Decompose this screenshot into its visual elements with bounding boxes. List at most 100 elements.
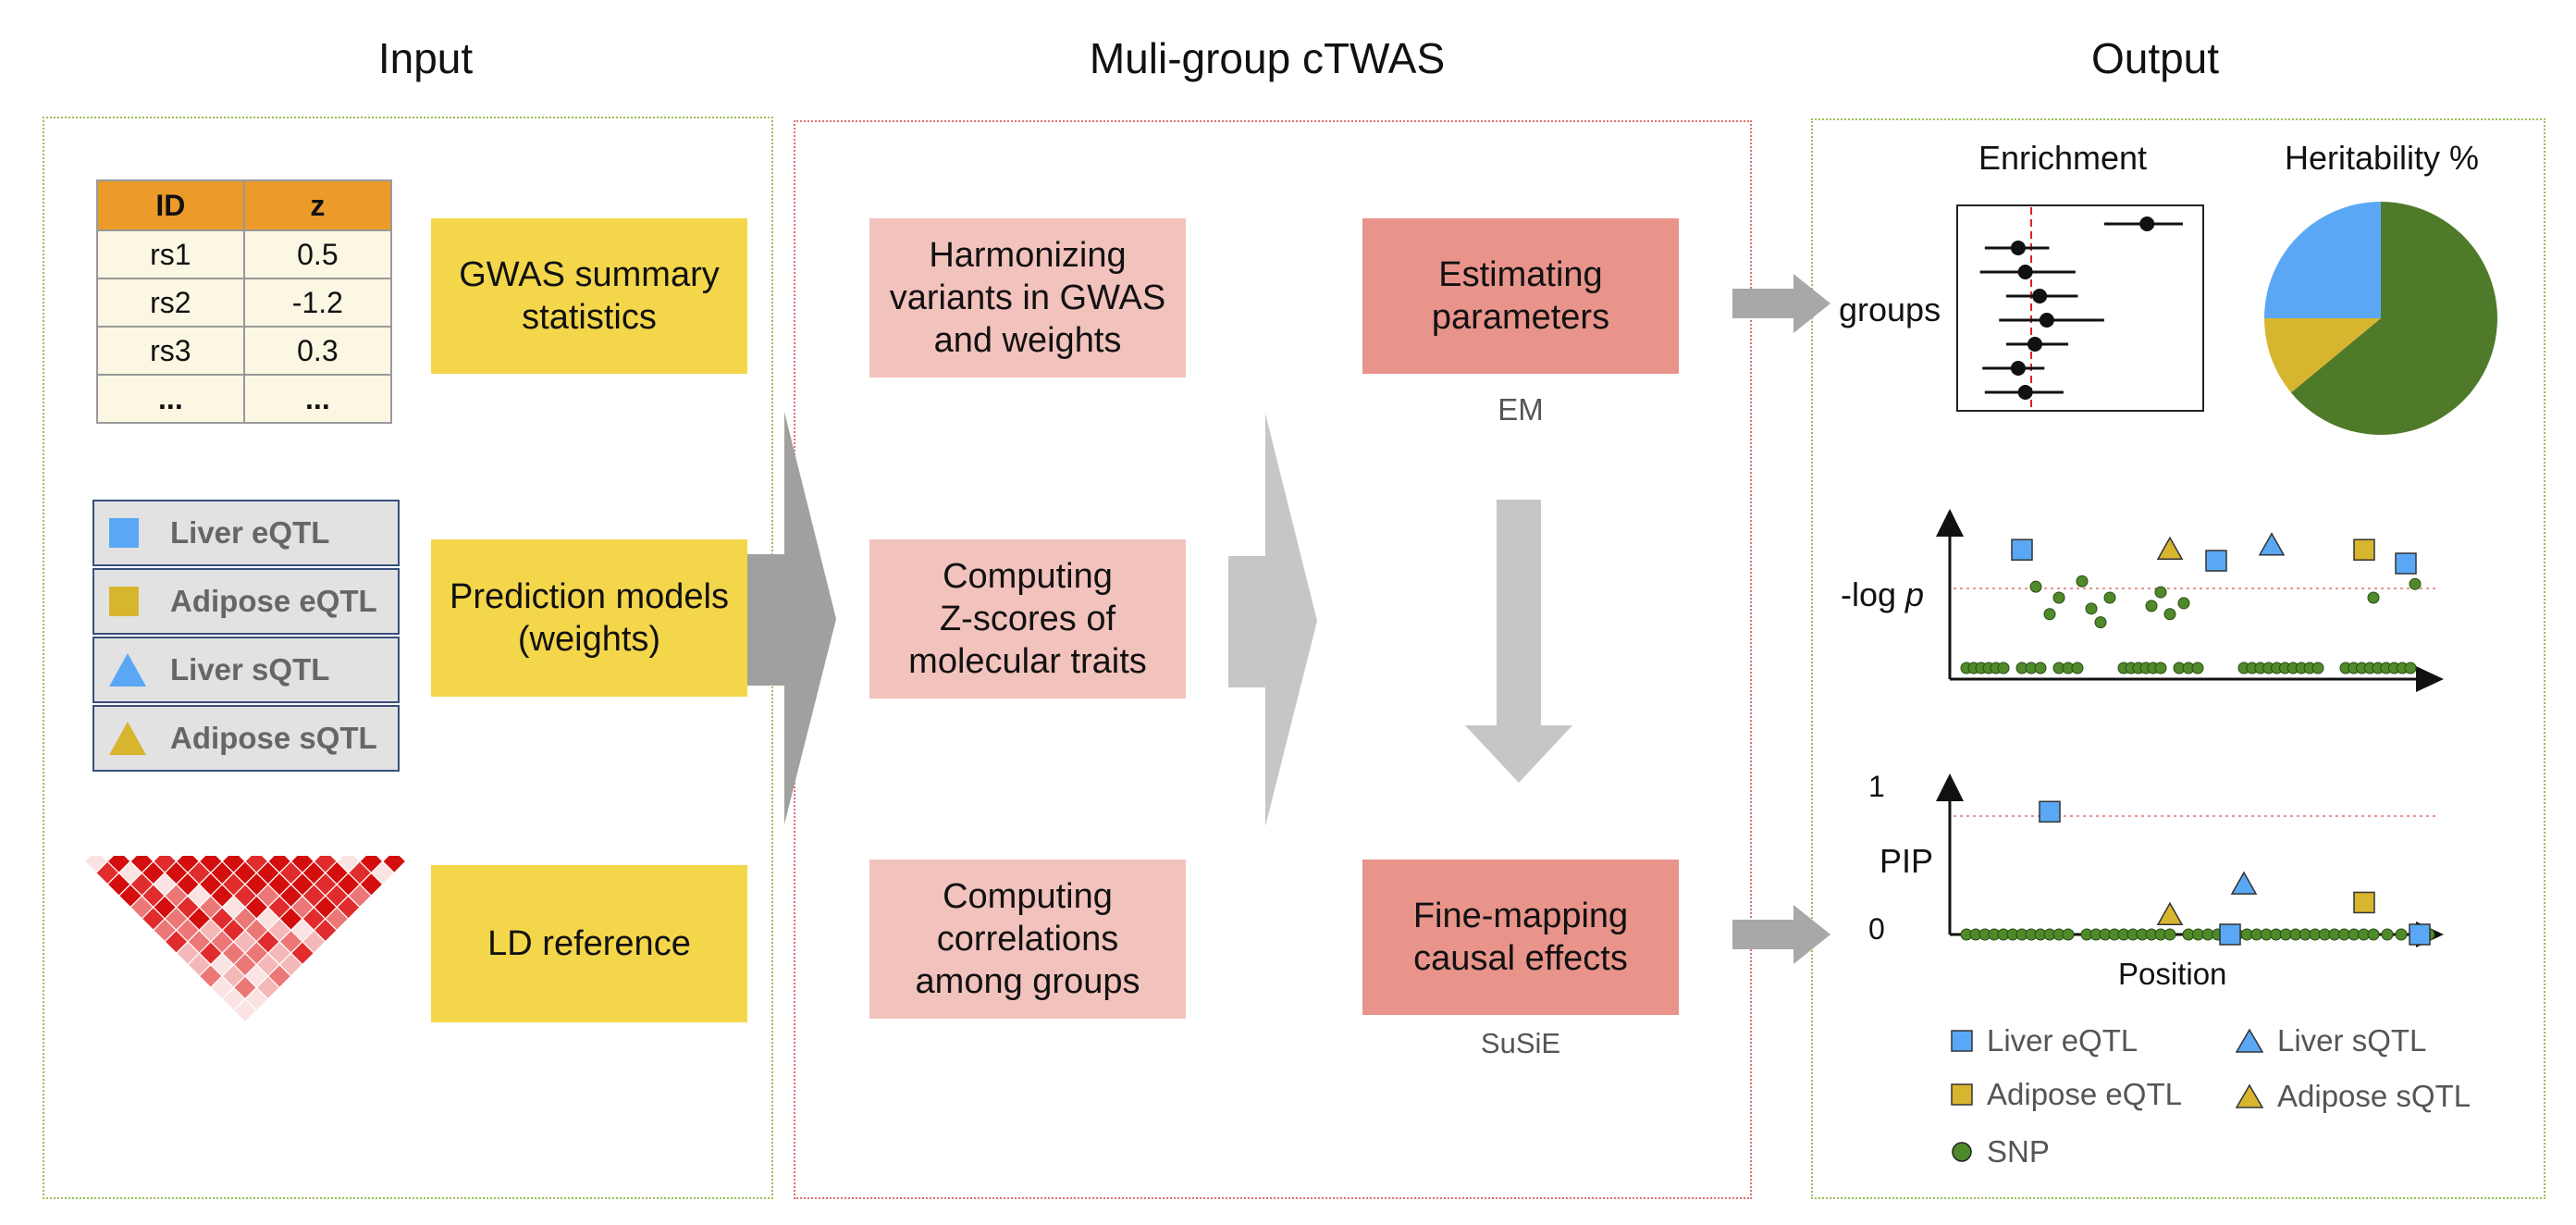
heritability-title: Heritability % (2284, 139, 2480, 177)
snp-point (2367, 591, 2380, 604)
snp-point (2034, 662, 2047, 674)
snp-point (2367, 928, 2380, 941)
pip-xlabel: Position (2118, 957, 2227, 991)
y-axis-arrow-icon (1936, 773, 1964, 801)
table-row: rs1 0.5 (96, 229, 393, 279)
output-panel (1811, 118, 2545, 1199)
em-label: EM (1498, 392, 1544, 427)
neglogp-ylabel-prefix: -log (1841, 575, 1906, 613)
table-cell: rs2 (96, 278, 245, 328)
table-cell: rs1 (96, 229, 245, 279)
circle-icon (1952, 1142, 1972, 1162)
x-axis-arrow-icon (2416, 666, 2444, 692)
table-row: rs2 -1.2 (96, 278, 393, 328)
square-icon (1951, 1083, 1973, 1106)
table-cell: ... (242, 374, 393, 424)
triangle-icon (2235, 1083, 2264, 1108)
feature-square (2205, 550, 2227, 572)
enrichment-title: Enrichment (1978, 139, 2148, 177)
snp-point (2145, 600, 2158, 612)
feature-triangle (2258, 532, 2286, 556)
correlations-box: Computing correlations among groups (869, 860, 1186, 1019)
manhattan-plot (1936, 509, 2444, 692)
legend-label: Liver eQTL (1987, 1023, 2138, 1058)
snp-point (2085, 602, 2098, 615)
snp-point (1997, 662, 2010, 674)
feature-square (2395, 552, 2417, 575)
fine-mapping-box: Fine-mapping causal effects (1362, 860, 1679, 1015)
heritability-pie (2264, 202, 2497, 435)
arrow-right-icon (1732, 274, 1830, 333)
square-icon (1951, 1030, 1973, 1052)
enrichment-plot (1956, 204, 2204, 412)
snp-point (2311, 662, 2324, 674)
square-icon (109, 587, 139, 616)
enrichment-point (2139, 217, 2155, 231)
snp-point (2409, 577, 2422, 590)
triangle-icon (2235, 1028, 2264, 1053)
snp-point (2177, 597, 2190, 610)
enrichment-point (2017, 385, 2033, 400)
enrichment-point (2039, 313, 2054, 328)
legend-label: SNP (1987, 1134, 2050, 1169)
square-icon (109, 518, 139, 548)
snp-point (2163, 608, 2176, 621)
feature-triangle (2156, 901, 2184, 926)
snp-point (2071, 662, 2084, 674)
snp-point (2154, 586, 2167, 599)
snp-point (2154, 662, 2167, 674)
snp-point (2191, 662, 2204, 674)
feature-square (2353, 891, 2375, 914)
pip-ytick-bottom: 0 (1868, 912, 1885, 946)
pie-slice (2264, 318, 2381, 393)
arrow-down-icon (1465, 500, 1572, 783)
feature-square (2409, 923, 2431, 946)
input-title: Input (377, 34, 474, 82)
pie-slice (2290, 202, 2497, 435)
weight-legend-adipose-sqtl: Adipose sQTL (92, 705, 400, 772)
arrow-right-icon (1228, 414, 1317, 826)
pip-plot (1936, 773, 2444, 947)
legend-label: Adipose sQTL (170, 721, 377, 755)
ld-reference-box: LD reference (431, 865, 747, 1022)
prediction-models-box: Prediction models (weights) (431, 539, 747, 697)
ld-heatmap-icon (83, 856, 407, 1023)
output-legend-liver-sqtl: Liver sQTL (2235, 1023, 2426, 1058)
pip-ytick-top: 1 (1868, 770, 1885, 803)
triangle-icon (109, 722, 146, 755)
y-axis-arrow-icon (1936, 509, 1964, 537)
snp-point (2029, 580, 2042, 593)
snp-point (2076, 575, 2089, 588)
weight-legend-adipose-eqtl: Adipose eQTL (92, 568, 400, 635)
table-cell: ... (96, 374, 245, 424)
enrichment-point (2010, 241, 2026, 255)
enrichment-point (2027, 337, 2042, 352)
weight-legend-liver-eqtl: Liver eQTL (92, 500, 400, 566)
susie-label: SuSiE (1480, 1027, 1561, 1059)
table-cell: -1.2 (242, 278, 393, 328)
legend-label: Liver sQTL (170, 652, 330, 687)
estimating-parameters-box: Estimating parameters (1362, 218, 1679, 374)
gwas-header-z: z (242, 179, 393, 231)
legend-label: Adipose eQTL (170, 584, 377, 618)
output-legend-adipose-eqtl: Adipose eQTL (1950, 1077, 2182, 1112)
output-legend-liver-eqtl: Liver eQTL (1950, 1023, 2138, 1058)
table-row: rs3 0.3 (96, 326, 393, 376)
enrichment-point (2017, 265, 2033, 279)
ld-cell (381, 856, 407, 874)
gwas-header-id: ID (96, 179, 245, 231)
gwas-table: ID z rs1 0.5 rs2 -1.2 rs3 0.3 ... ... (96, 179, 393, 424)
table-row: ... ... (96, 374, 393, 424)
legend-label: Adipose sQTL (2277, 1079, 2471, 1113)
harmonizing-box: Harmonizing variants in GWAS and weights (869, 218, 1186, 377)
triangle-icon (109, 653, 146, 687)
enrichment-point (2010, 361, 2026, 376)
output-legend-snp: SNP (1950, 1134, 2050, 1169)
table-cell: rs3 (96, 326, 245, 376)
snp-point (2043, 608, 2056, 621)
pie-slice (2264, 202, 2381, 318)
snp-point (2163, 928, 2176, 941)
snp-point (2094, 616, 2107, 629)
table-cell: 0.5 (242, 229, 393, 279)
legend-label: Adipose eQTL (1987, 1077, 2182, 1111)
